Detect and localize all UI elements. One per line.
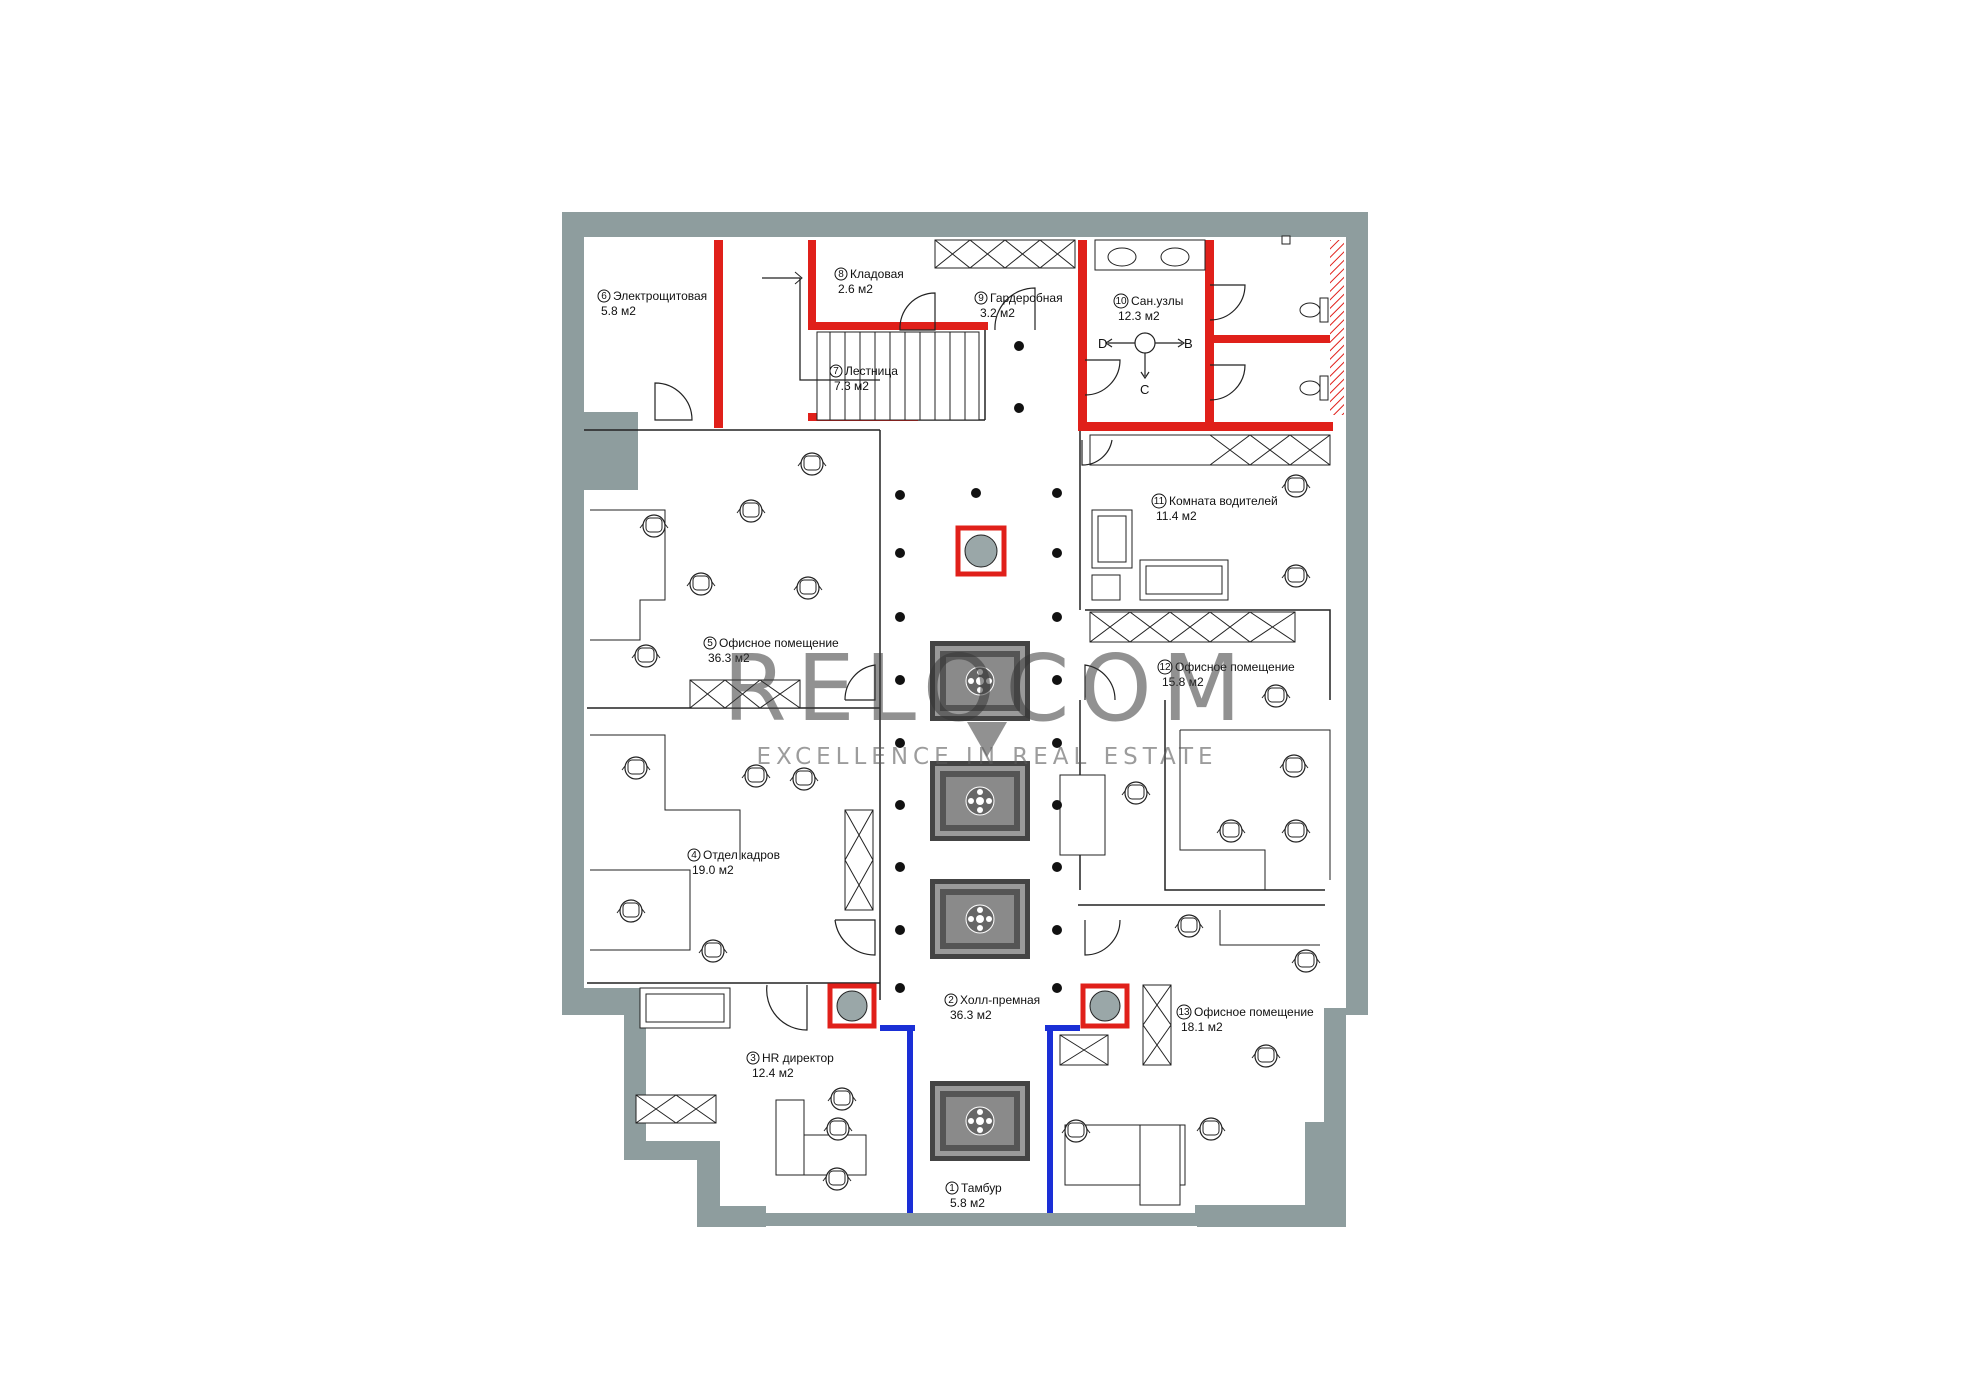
room-area-10: 12.3 м2 [1118,309,1160,323]
svg-text:8: 8 [838,269,844,280]
room-name-13: Офисное помещение [1194,1005,1314,1019]
svg-text:5: 5 [707,638,713,649]
svg-text:2: 2 [948,995,954,1006]
room-name-2: Холл-премная [960,993,1040,1007]
room-name-4: Отдел кадров [703,848,780,862]
room-area-6: 5.8 м2 [601,304,636,318]
svg-text:1: 1 [949,1183,955,1194]
watermark: RELOCOM EXCELLENCE IN REAL ESTATE [723,635,1241,770]
room-name-11: Комната водителей [1169,494,1278,508]
room-name-5: Офисное помещение [719,636,839,650]
room-name-10: Сан.узлы [1131,294,1183,308]
svg-text:4: 4 [691,850,697,861]
room-area-7: 7.3 м2 [834,379,869,393]
furniture [590,509,1331,1206]
room-name-1: Тамбур [961,1181,1002,1195]
room-area-4: 19.0 м2 [692,863,734,877]
room-area-2: 36.3 м2 [950,1008,992,1022]
columns [827,525,1130,1029]
location-pin-icon [967,722,1007,757]
ceiling-lights [895,341,1062,993]
orientation-d: D [1098,336,1107,351]
room-area-13: 18.1 м2 [1181,1020,1223,1034]
svg-text:11: 11 [1154,496,1165,507]
room-name-7: Лестница [845,364,898,378]
svg-text:13: 13 [1178,1007,1190,1018]
room-name-8: Кладовая [850,267,904,281]
orientation-b: B [1184,336,1193,351]
room-name-12: Офисное помещение [1175,660,1295,674]
orientation-c: C [1140,382,1149,397]
room-name-9: Гардеробная [990,291,1063,305]
watermark-tagline: EXCELLENCE IN REAL ESTATE [756,744,1217,770]
room-area-12: 15.8 м2 [1162,675,1204,689]
staircase [762,271,980,421]
building-interior [584,237,1346,1213]
svg-text:6: 6 [601,291,607,302]
room-area-3: 12.4 м2 [752,1066,794,1080]
room-area-5: 36.3 м2 [708,651,750,665]
shelves [635,239,1331,1124]
room-area-8: 2.6 м2 [838,282,873,296]
entrance-walls [880,1025,1080,1213]
room-name-3: HR директор [762,1051,834,1065]
svg-text:10: 10 [1115,296,1127,307]
svg-text:7: 7 [833,366,839,377]
wall-notch [1322,480,1346,605]
room-number-circle [945,1181,959,1195]
doors [654,284,1246,1031]
sanitary [1094,235,1329,401]
room-name-6: Электрощитовая [613,289,707,303]
orientation-marker [1104,332,1186,380]
svg-text:9: 9 [978,293,984,304]
room-labels: 1 Тамбур 5.8 м2 2 Холл-премная 36.3 м2 3… [597,267,1314,1210]
svg-text:12: 12 [1159,662,1171,673]
room-area-11: 11.4 м2 [1156,509,1197,523]
wall-notch [584,412,638,490]
svg-text:3: 3 [750,1053,756,1064]
room-area-9: 3.2 м2 [980,306,1015,320]
room-area-1: 5.8 м2 [950,1196,985,1210]
